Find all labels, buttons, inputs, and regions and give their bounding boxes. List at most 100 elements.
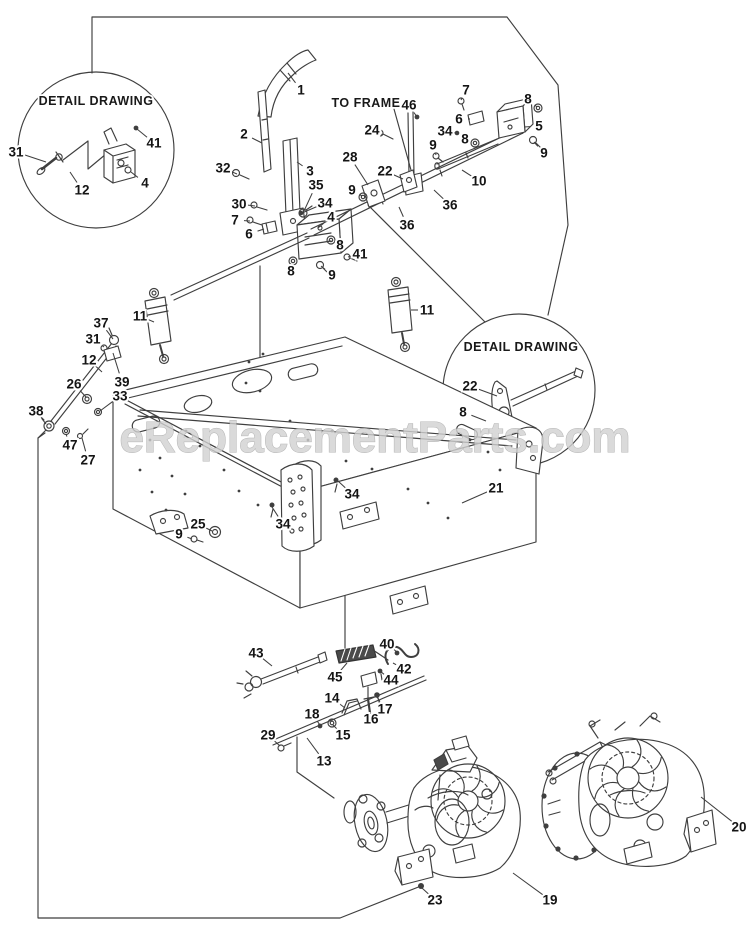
callout-leader-line (471, 414, 487, 422)
callout-label-47: 47 (62, 438, 77, 453)
bottom-linkage (236, 643, 427, 752)
callout-leader-line (247, 204, 256, 207)
callout-label-37: 37 (93, 316, 108, 331)
callout-label-22: 22 (462, 379, 477, 394)
callout-label-9: 9 (175, 527, 183, 542)
callout-leader-line (81, 437, 87, 452)
callout-leader-line (347, 255, 352, 258)
callout-label-38: 38 (28, 404, 44, 419)
callout-leader-line (148, 319, 155, 323)
callout-label-33: 33 (112, 389, 128, 404)
callout-label-6: 6 (455, 112, 463, 127)
callout-label-10: 10 (471, 174, 486, 189)
callout-leader-line (274, 740, 281, 747)
callout-label-8: 8 (461, 132, 469, 147)
callout-leader-line (354, 164, 369, 186)
cooling-fan-left (430, 763, 506, 839)
callout-label-34: 34 (275, 517, 291, 532)
callout-leader-line (271, 506, 279, 517)
callout-label-43: 43 (248, 646, 264, 661)
callout-label-7: 7 (231, 213, 239, 228)
callout-label-18: 18 (304, 707, 320, 722)
callout-label-6: 6 (245, 227, 253, 242)
callout-label-4: 4 (141, 176, 149, 191)
shock-absorbers (144, 276, 413, 365)
callout-label-9: 9 (348, 183, 356, 198)
callout-label-8: 8 (336, 238, 344, 253)
callout-label-11: 11 (420, 303, 435, 318)
callout-leader-line (320, 265, 326, 270)
callout-leader-line (461, 169, 472, 177)
callout-label-28: 28 (342, 150, 358, 165)
callout-label-19: 19 (542, 893, 557, 908)
callout-label-1: 1 (297, 83, 305, 98)
callout-label-29: 29 (260, 728, 275, 743)
callout-label-40: 40 (379, 637, 394, 652)
callout-leader-line (512, 872, 544, 896)
callout-leader-line (99, 343, 105, 348)
callout-label-41: 41 (146, 136, 162, 151)
callout-leader-line (187, 536, 193, 540)
callout-leader-line (296, 161, 303, 167)
watermark-text: eReplacementParts.com (119, 413, 630, 462)
callout-leader-line (105, 329, 114, 340)
callout-label-34: 34 (437, 124, 453, 139)
callout-leader-line (95, 365, 103, 373)
callout-label-36: 36 (399, 218, 415, 233)
callout-leader-line (340, 662, 348, 671)
callout-leader-line (460, 97, 463, 101)
callout-leader-line (130, 171, 139, 178)
callout-leader-line (392, 662, 397, 666)
callout-leader-line (257, 228, 265, 232)
callout-label-12: 12 (74, 183, 89, 198)
callout-leader-line (534, 104, 538, 108)
callout-label-17: 17 (377, 702, 392, 717)
callout-leader-line (533, 141, 539, 147)
callout-leader-line (700, 796, 733, 822)
callout-leader-line (393, 174, 404, 180)
callout-leader-line (303, 192, 313, 212)
callout-label-45: 45 (327, 670, 343, 685)
lever-assembly (170, 49, 543, 301)
callout-leader-line (461, 491, 488, 504)
callout-label-20: 20 (731, 820, 746, 835)
callout-leader-line (317, 222, 325, 229)
callout-leader-line (24, 154, 47, 163)
callout-leader-line (112, 352, 120, 374)
callout-leader-line (421, 887, 429, 895)
callout-label-26: 26 (66, 377, 82, 392)
callout-leader-line (251, 137, 263, 144)
callout-leader-line (301, 206, 317, 214)
callout-label-46: 46 (401, 98, 417, 113)
callout-leader-line (79, 390, 87, 398)
callout-label-7: 7 (462, 83, 470, 98)
callout-leader-line (205, 527, 213, 532)
callout-label-9: 9 (540, 146, 548, 161)
callout-label-3: 3 (306, 164, 314, 179)
callout-leader-line (65, 433, 68, 437)
callout-label-8: 8 (287, 264, 295, 279)
callout-leader-line (379, 670, 385, 675)
callout-label-4: 4 (327, 210, 335, 225)
callout-leader-line (316, 720, 321, 726)
callout-leader-line (379, 133, 384, 136)
callout-label-24: 24 (364, 123, 380, 138)
callout-label-9: 9 (429, 138, 437, 153)
callout-label-14: 14 (324, 691, 340, 706)
callout-leader-line (376, 696, 381, 702)
callout-label-21: 21 (488, 481, 504, 496)
frame-rivet-holes (138, 352, 502, 520)
callout-leader-line (136, 128, 148, 138)
callout-leader-line (306, 737, 320, 755)
callout-leader-line (337, 480, 346, 489)
callout-leader-line (338, 703, 346, 709)
callout-leader-line (99, 400, 114, 412)
to-frame-label: TO FRAME (331, 96, 400, 110)
callout-label-30: 30 (231, 197, 246, 212)
callout-label-8: 8 (459, 405, 467, 420)
callout-label-2: 2 (240, 127, 248, 142)
callout-leader-line (433, 189, 444, 200)
callout-label-31: 31 (8, 145, 24, 160)
